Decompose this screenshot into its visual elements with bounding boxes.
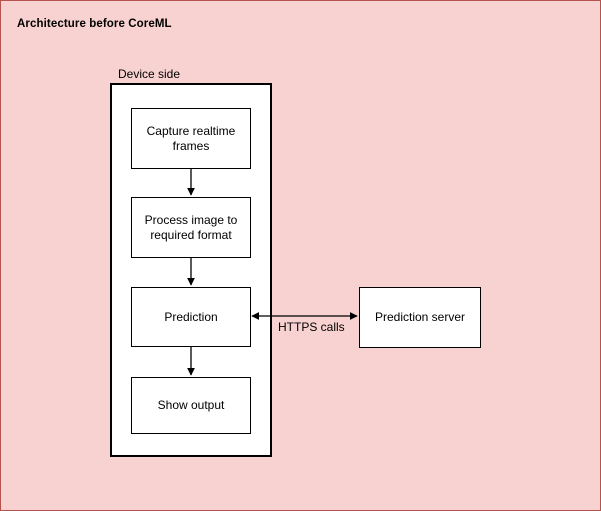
node-label-prediction-server: Prediction server [374, 310, 466, 324]
node-capture-realtime-frames[interactable]: Capture realtime frames [131, 108, 251, 169]
group-label-device-side: Device side [118, 67, 181, 81]
node-label-show-output: Show output [157, 398, 225, 412]
node-prediction[interactable]: Prediction [131, 287, 251, 347]
page-title: Architecture before CoreML [17, 18, 172, 30]
node-show-output[interactable]: Show output [131, 377, 251, 434]
node-label-prediction: Prediction [164, 309, 218, 324]
node-prediction-server[interactable]: Prediction server [359, 287, 481, 348]
node-label-capture-realtime-frames: Capture realtime frames [146, 123, 236, 153]
node-label-process-image-to-required-format: Process image to required format [144, 212, 238, 242]
edge-label-https-calls: HTTPS calls [278, 320, 345, 334]
node-process-image-to-required-format[interactable]: Process image to required format [131, 197, 251, 258]
